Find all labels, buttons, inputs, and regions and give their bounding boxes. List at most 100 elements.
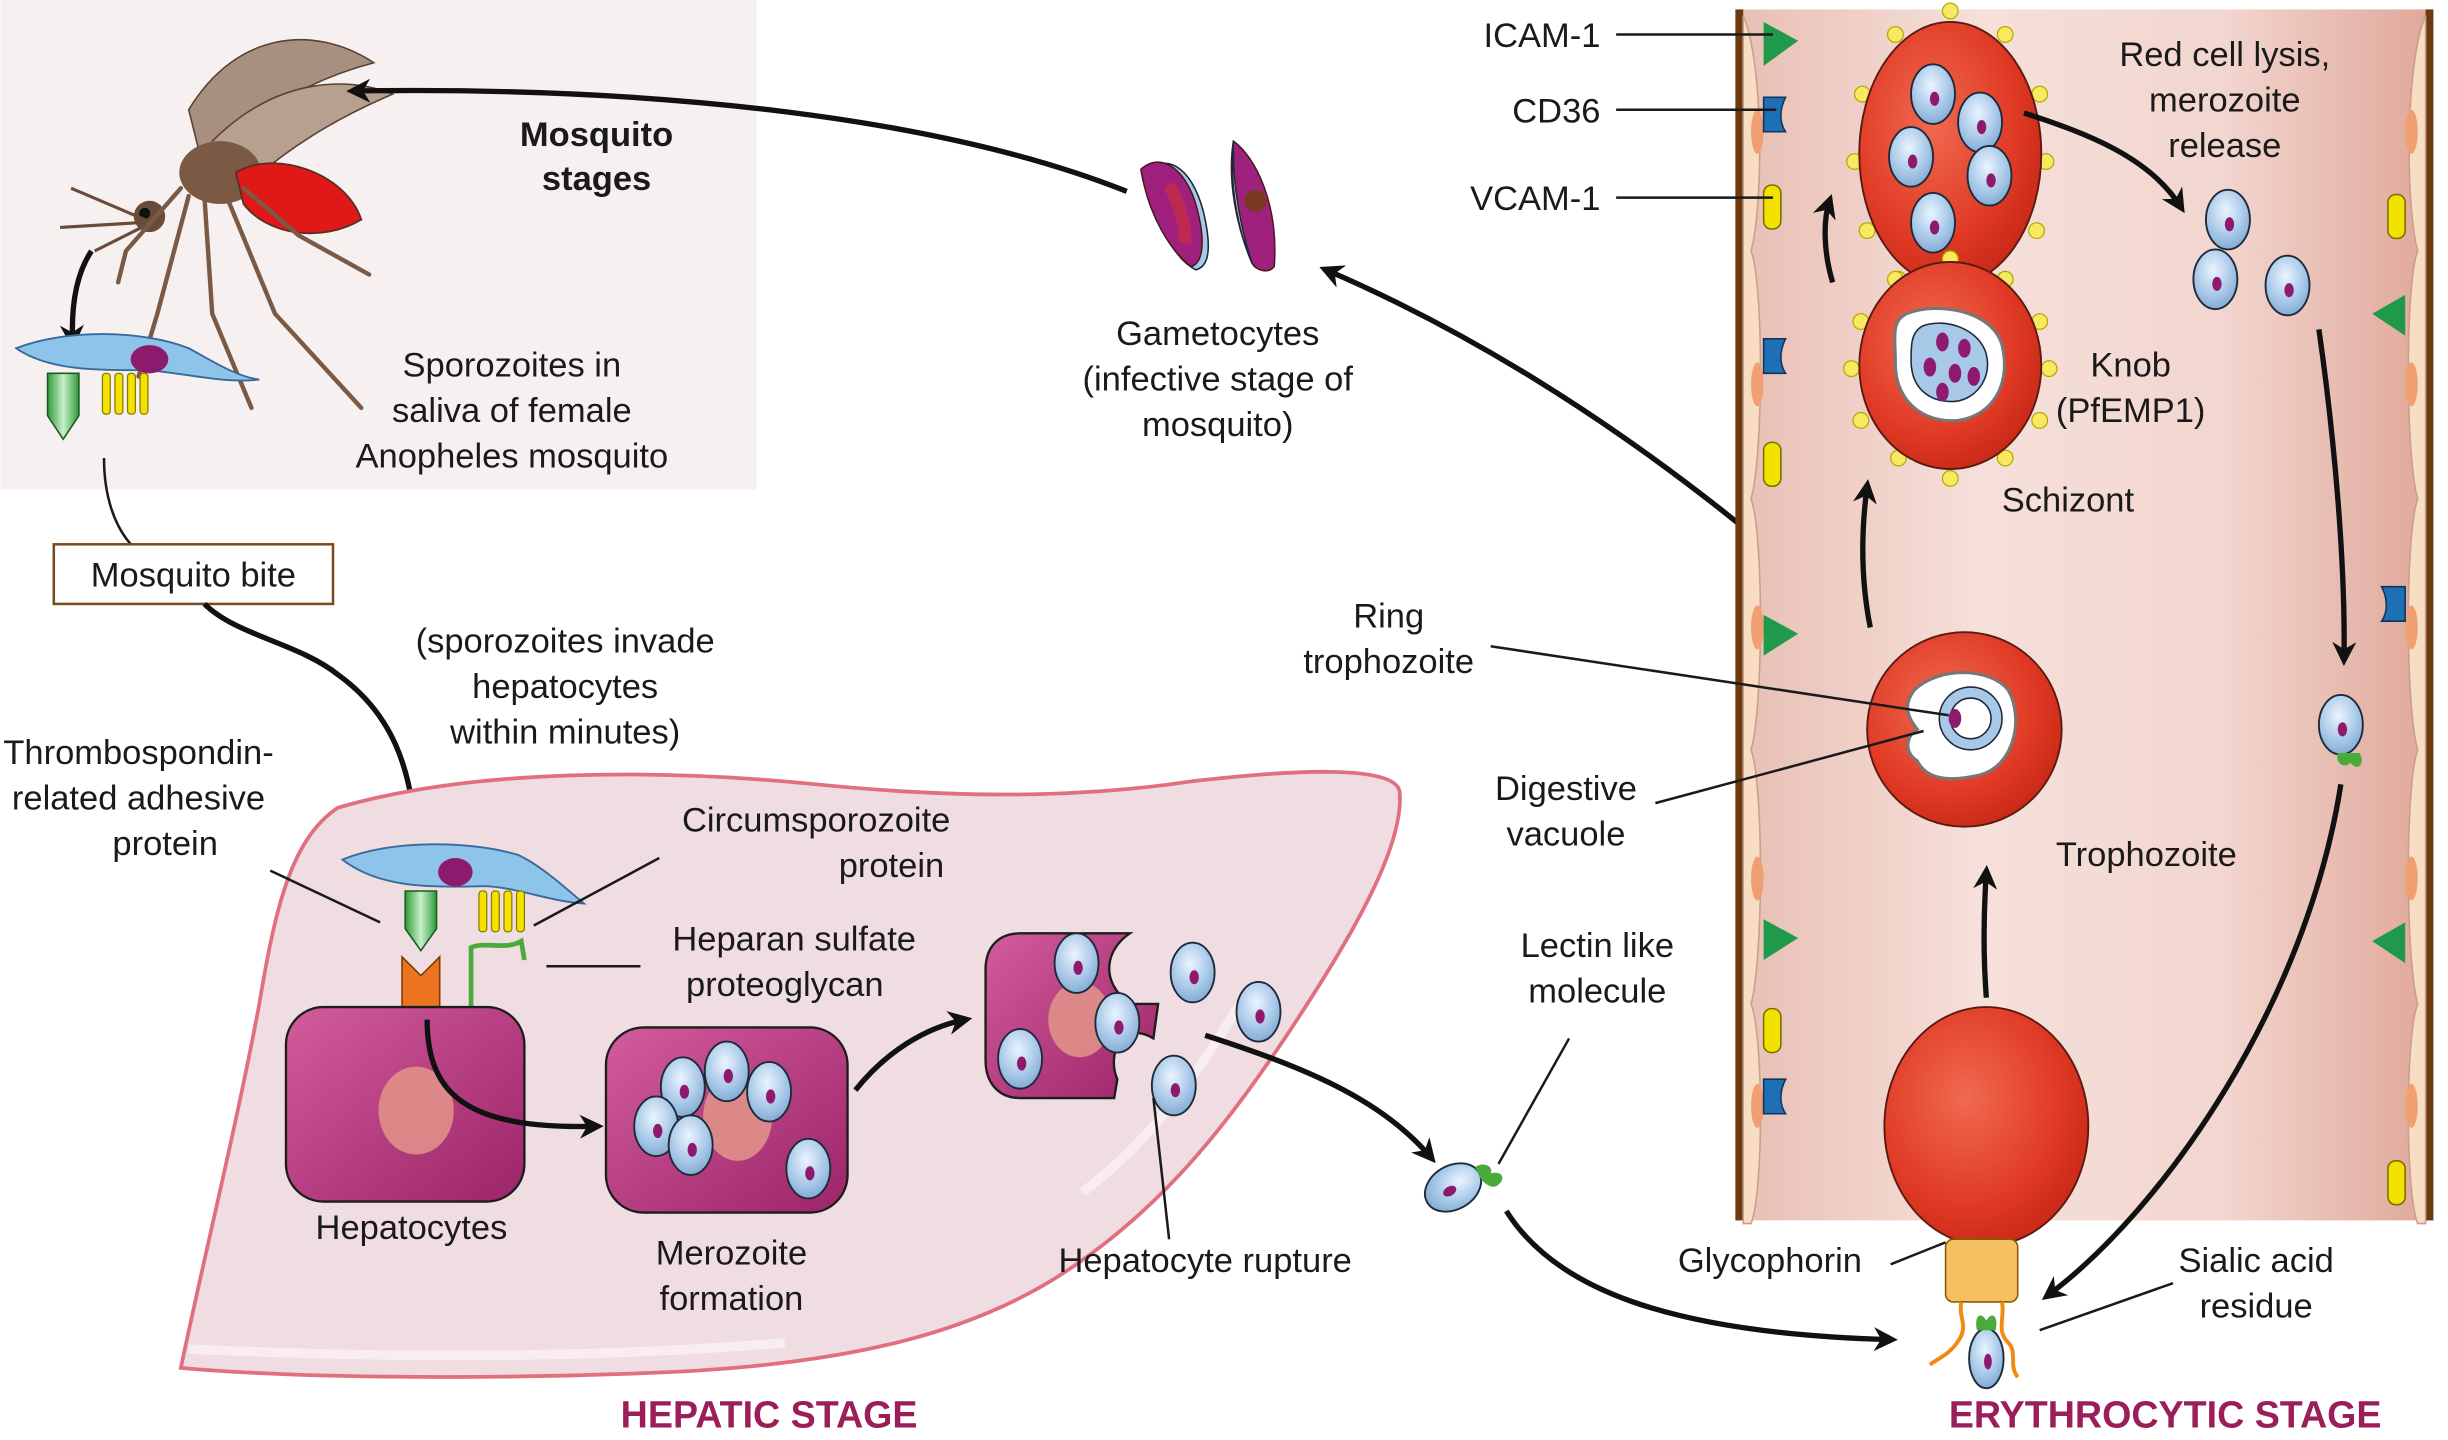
sialic-acid-label-line2: residue (2200, 1288, 2313, 1326)
arrow-merozoite-to-erythrocyte (1504, 1209, 1898, 1352)
mosquito-stages-title-line1: Mosquito (520, 116, 673, 154)
invade-note-line3: within minutes) (449, 714, 680, 752)
ring-trophozoite-label-line1: Ring (1353, 597, 1424, 635)
arrow-bite-to-liver (202, 602, 428, 847)
rupture-leader (1152, 1097, 1171, 1240)
trap-leader (269, 869, 381, 924)
icam1-label: ICAM-1 (1484, 17, 1601, 55)
connector-sporozoite-to-bite (102, 458, 134, 547)
merozoite-attached-icon (1968, 1315, 2005, 1390)
digestive-vacuole-label-line2: vacuole (1506, 815, 1625, 853)
merozoite-formation-label-line1: Merozoite (656, 1234, 807, 1272)
trap-label-line1: Thrombospondin- (3, 734, 273, 772)
arrow-lysis-to-merozoites (2023, 110, 2185, 214)
sialic-acid-leader (2039, 1281, 2174, 1332)
hspg-label-line1: Heparan sulfate (672, 921, 916, 959)
merozoite-formation-cell (604, 1026, 849, 1214)
mosquito-stages-panel: Mosquito stages Sporozoites in saliva of… (0, 0, 757, 490)
schizont-cell (1842, 250, 2058, 487)
arrow-merozoite-to-glycophorin (2041, 783, 2344, 1300)
released-merozoite-icon (2192, 248, 2239, 310)
schizont-label: Schizont (2002, 481, 2135, 519)
ruptured-hepatocyte-cell (984, 932, 1282, 1117)
merozoite-icon (997, 1028, 1043, 1090)
sialic-acid-label-line1: Sialic acid (2178, 1242, 2333, 1280)
released-merozoite-icon (2264, 254, 2311, 317)
merozoite-icon (667, 1114, 714, 1176)
arrow-trophozoite-to-schizont (1853, 479, 1877, 628)
digestive-vacuole-label-line1: Digestive (1495, 770, 1637, 808)
csp-leader (533, 856, 660, 927)
gametocytes-label-line2: (infective stage of (1083, 361, 1354, 399)
uninfected-red-cell (1883, 1006, 2090, 1247)
icam1-receptor-icon (2372, 294, 2406, 336)
merozoite-icon (703, 1040, 750, 1103)
hepatic-stage-title: HEPATIC STAGE (621, 1393, 918, 1435)
merozoite-icon (1150, 1054, 1197, 1117)
cd36-receptor-icon (1762, 96, 1788, 133)
lectin-molecule-icon (2337, 752, 2362, 767)
vcam1-receptor-icon (1762, 441, 1782, 488)
mosquito-bite-label: Mosquito bite (91, 557, 296, 595)
icam1-receptor-icon (1763, 614, 1799, 656)
trap-label-line2: related adhesive (12, 779, 265, 817)
icam1-receptor-icon (2372, 922, 2406, 964)
icam1-receptor-icon (1763, 21, 1799, 66)
gametocytes-label-line1: Gametocytes (1116, 315, 1319, 353)
merozoite-icon (1094, 991, 1141, 1054)
gametocytes-label-line3: mosquito) (1142, 406, 1293, 444)
hspg-label-line2: proteoglycan (686, 966, 884, 1004)
vcam1-receptor-icon (2387, 193, 2406, 240)
knob-label-line1: Knob (2090, 346, 2171, 384)
arrow-released-merozoite-down (2316, 329, 2357, 667)
merozoite-icon (1053, 932, 1100, 994)
cd36-receptor-icon (1762, 338, 1788, 375)
trophozoite-cell (1866, 631, 2063, 828)
merozoite-icon (746, 1061, 793, 1123)
sporozoites-label-line2: saliva of female (392, 392, 632, 430)
ring-trophozoite-leader (1490, 645, 1949, 717)
merozoite-icon (1169, 941, 1216, 1004)
sporozoites-label-line3: Anopheles mosquito (356, 437, 669, 475)
invade-note-line1: (sporozoites invade (416, 623, 715, 661)
ring-trophozoite-label-line2: trophozoite (1303, 643, 1474, 681)
free-merozoite-with-lectin-icon (1415, 1152, 1503, 1223)
csp-label-line2: protein (839, 847, 945, 885)
icam1-receptor-icon (1763, 919, 1799, 960)
csp-label-line1: Circumsporozoite (682, 801, 950, 839)
merozoite-icon (1235, 981, 1282, 1043)
arrow-hepatocyte-to-merozoite-formation (424, 1019, 604, 1139)
vcam1-receptor-icon (1762, 1007, 1782, 1054)
gametocytes-icon (1140, 139, 1276, 272)
lysis-label-line3: release (2168, 127, 2281, 165)
trophozoite-label: Trophozoite (2056, 836, 2237, 874)
cd36-receptor-icon (2380, 585, 2406, 622)
merozoite-icon (2317, 693, 2364, 756)
vcam1-receptor-icon (1762, 184, 1782, 230)
invade-note-line2: hepatocytes (472, 668, 658, 706)
cd36-label: CD36 (1512, 92, 1600, 130)
mosquito-stages-title-line2: stages (542, 160, 651, 198)
digestive-vacuole-leader (1655, 729, 1924, 805)
cd36-receptor-icon (1762, 1078, 1788, 1115)
sporozoite-icon (14, 333, 260, 441)
sporozoites-label-line1: Sporozoites in (403, 346, 622, 384)
lysis-label-line1: Red cell lysis, (2119, 36, 2330, 74)
hepatocytes-label: Hepatocytes (316, 1209, 508, 1247)
lysis-label-line2: merozoite (2149, 81, 2300, 119)
arrow-merozoite-formation-to-rupture (853, 1011, 973, 1092)
lectin-leader (1497, 1037, 1571, 1165)
hepatocyte-cell (284, 1005, 526, 1203)
arrow-mosquito-to-sporozoite (59, 249, 94, 350)
arrow-schizont-to-lysis (1812, 193, 1836, 284)
glycophorin-icon (1944, 1238, 2019, 1303)
arrow-rupture-to-free-merozoite (1204, 1032, 1436, 1164)
blood-vessel (1735, 9, 2434, 1225)
arrow-rbc-to-trophozoite (1973, 864, 1998, 998)
merozoite-icon (785, 1137, 832, 1200)
mosquito-panel-background (0, 0, 757, 490)
trap-label-line3: protein (112, 825, 218, 863)
hepatocyte-rupture-label: Hepatocyte rupture (1058, 1242, 1351, 1280)
released-merozoite-icon (2205, 188, 2251, 251)
